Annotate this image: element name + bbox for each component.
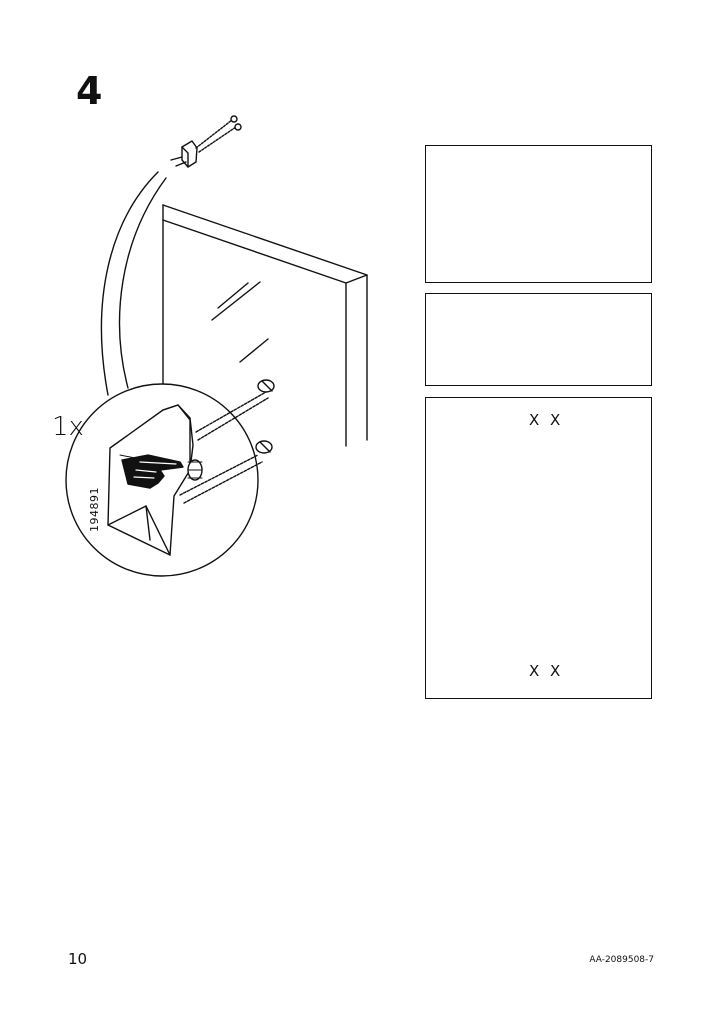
screw-head-panel xyxy=(425,293,652,386)
bracket-clip-icon xyxy=(170,140,198,168)
document-code: AA-2089508-7 xyxy=(589,955,654,965)
bracket-orientation-panel xyxy=(425,145,652,283)
quantity-label: 1x xyxy=(52,412,84,442)
part-number: 194891 xyxy=(88,487,101,532)
info-panel xyxy=(425,397,652,699)
hand-pointing-icon xyxy=(121,454,184,489)
dimension-x-label: X xyxy=(529,411,540,429)
page-number: 10 xyxy=(68,950,88,968)
screw-icon xyxy=(195,115,242,153)
dimension-x-label: X xyxy=(550,411,561,429)
step-number: 4 xyxy=(76,69,103,113)
dimension-x-label: X xyxy=(529,662,540,680)
dimension-x-label: X xyxy=(550,662,561,680)
screw-icon xyxy=(179,379,275,504)
